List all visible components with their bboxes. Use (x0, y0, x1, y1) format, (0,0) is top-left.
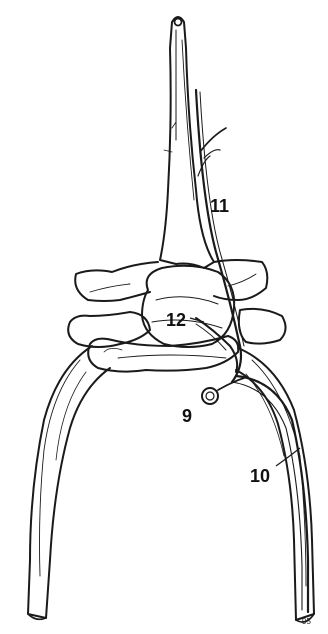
label-11: 11 (210, 196, 229, 216)
label-10: 10 (250, 466, 270, 486)
label-12: 12 (166, 310, 186, 330)
vertebral-body (142, 266, 234, 347)
leader-line-10 (276, 448, 300, 466)
nerve-ring-9 (202, 378, 244, 404)
label-9: 9 (182, 406, 192, 426)
spinous-process (160, 17, 214, 268)
artist-signature: 95 (302, 617, 311, 626)
left-rib (28, 346, 110, 619)
nerve-10 (232, 376, 308, 612)
